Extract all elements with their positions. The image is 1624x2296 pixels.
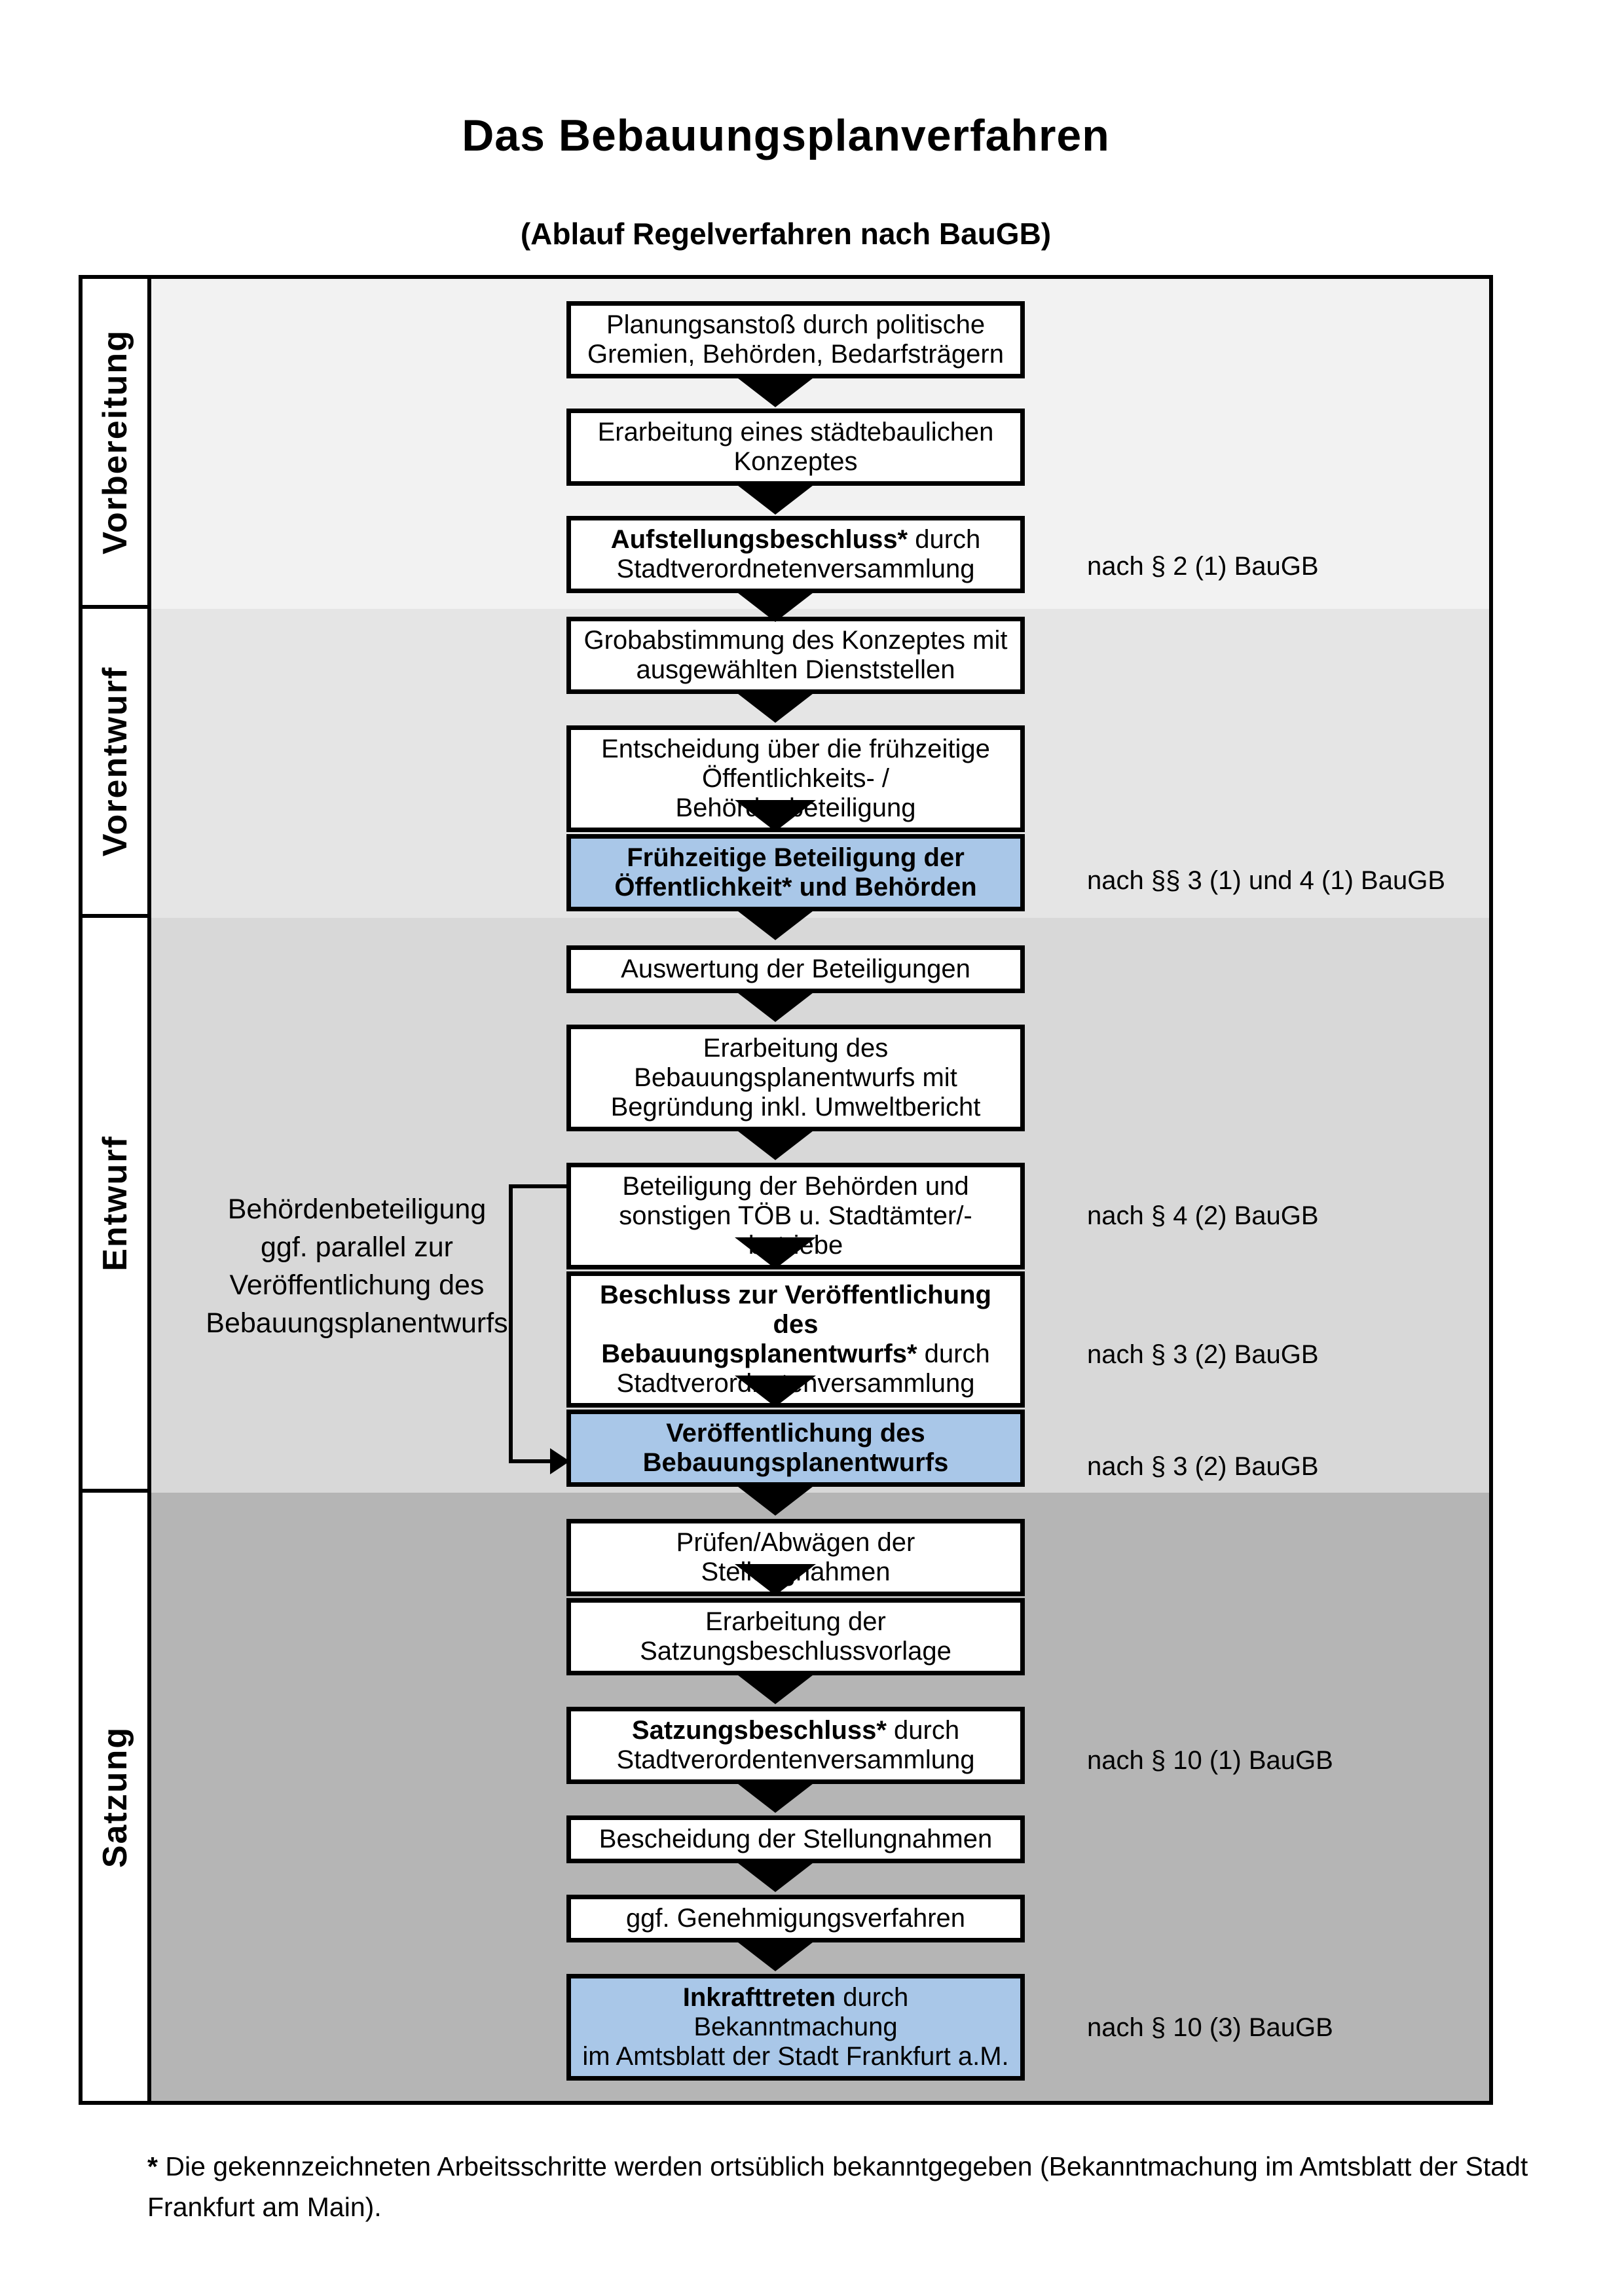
flow-box-satzungsbeschluss: Satzungsbeschluss* durch Stadtverordente… xyxy=(566,1707,1025,1784)
flow-box-entscheidung-beteiligung: Entscheidung über die frühzeitige Öffent… xyxy=(566,725,1025,832)
box-line: Erarbeitung des xyxy=(703,1034,889,1063)
flow-arrow-down-icon xyxy=(735,1237,816,1269)
flow-arrow-down-icon xyxy=(735,800,816,831)
box-line: Beteiligung der Behörden und xyxy=(622,1172,969,1201)
flow-arrow-down-icon xyxy=(735,376,816,407)
box-line: durch xyxy=(886,1716,960,1745)
box-line: ggf. Genehmigungsverfahren xyxy=(625,1904,966,1933)
box-line: Aufstellungsbeschluss* xyxy=(610,525,908,554)
page-subtitle: (Ablauf Regelverfahren nach BauGB) xyxy=(520,217,1052,251)
box-line: Öffentlichkeits- / Behördenbeteiligung xyxy=(675,764,916,822)
flow-box-veroeffentlichung-entwurf: Veröffentlichung des Bebauungsplanentwur… xyxy=(566,1410,1025,1487)
phase-label-satzung: Satzung xyxy=(96,1726,134,1868)
flow-arrow-down-icon xyxy=(735,591,816,622)
box-line: Stadtverordnetenversammlung xyxy=(616,555,975,583)
flow-box-fruehzeitige-beteiligung: Frühzeitige Beteiligung der Öffentlichke… xyxy=(566,834,1025,911)
law-ref-3-2-b: nach § 3 (2) BauGB xyxy=(1087,1452,1319,1481)
box-line: Entscheidung über die frühzeitige xyxy=(601,735,990,763)
box-line: Stadtverordentenversammlung xyxy=(616,1745,975,1774)
side-note-line: ggf. parallel zur xyxy=(261,1231,453,1263)
flow-arrow-down-icon xyxy=(735,1376,816,1407)
flow-arrow-down-icon xyxy=(735,1484,816,1516)
flow-arrow-down-icon xyxy=(735,1564,816,1595)
box-line: ausgewählten Dienststellen xyxy=(636,655,955,684)
flow-box-grobabstimmung: Grobabstimmung des Konzeptes mit ausgewä… xyxy=(566,617,1025,694)
flow-arrow-down-icon xyxy=(735,1673,816,1704)
box-line: Bebauungsplanentwurfs xyxy=(642,1448,949,1477)
box-line: im Amtsblatt der Stadt Frankfurt a.M. xyxy=(582,2042,1009,2071)
side-note-line: Veröffentlichung des xyxy=(229,1269,485,1301)
flow-box-inkrafttreten: Inkrafttreten durch Bekanntmachung im Am… xyxy=(566,1974,1025,2081)
box-line: Erarbeitung eines städtebaulichen xyxy=(597,418,994,446)
phase-cell-entwurf: Entwurf xyxy=(83,918,151,1493)
law-ref-4-2: nach § 4 (2) BauGB xyxy=(1087,1201,1319,1230)
branch-arrow-right-icon xyxy=(550,1448,570,1474)
box-line: Gremien, Behörden, Bedarfsträgern xyxy=(587,340,1004,369)
phase-cell-satzung: Satzung xyxy=(83,1493,151,2101)
law-ref-2-1: nach § 2 (1) BauGB xyxy=(1087,552,1319,581)
box-line: durch Bekanntmachung xyxy=(693,1983,909,2041)
flow-arrow-down-icon xyxy=(735,1861,816,1892)
flow-box-bescheidung: Bescheidung der Stellungnahmen xyxy=(566,1815,1025,1863)
flow-arrow-down-icon xyxy=(735,483,816,515)
box-line: Bebauungsplanentwurfs* xyxy=(601,1339,917,1368)
footnote-marker: * xyxy=(147,2151,158,2181)
phase-cell-vorentwurf: Vorentwurf xyxy=(83,609,151,918)
box-line: Satzungsbeschlussvorlage xyxy=(640,1637,951,1666)
flow-box-staedtebauliches-konzept: Erarbeitung eines städtebaulichen Konzep… xyxy=(566,409,1025,486)
branch-connector-vertical xyxy=(509,1184,513,1463)
box-line: Erarbeitung der xyxy=(705,1607,886,1636)
side-note-line: Bebauungsplanentwurfs xyxy=(206,1307,508,1339)
flow-box-satzungsbeschlussvorlage: Erarbeitung der Satzungsbeschlussvorlage xyxy=(566,1598,1025,1675)
box-line: Bescheidung der Stellungnahmen xyxy=(599,1825,993,1853)
flow-arrow-down-icon xyxy=(735,1781,816,1813)
side-note-parallel: Behördenbeteiligung ggf. parallel zur Ve… xyxy=(157,1190,557,1342)
phase-label-entwurf: Entwurf xyxy=(96,1135,134,1271)
box-line: Frühzeitige Beteiligung der xyxy=(627,843,965,872)
law-ref-10-1: nach § 10 (1) BauGB xyxy=(1087,1746,1333,1775)
box-line: Satzungsbeschluss* xyxy=(631,1716,887,1745)
box-line: Konzeptes xyxy=(733,447,858,476)
flow-box-aufstellungsbeschluss: Aufstellungsbeschluss* durch Stadtverord… xyxy=(566,516,1025,593)
phase-label-vorentwurf: Vorentwurf xyxy=(96,666,134,857)
footnote-text: Die gekennzeichneten Arbeitsschritte wer… xyxy=(157,2151,1528,2181)
branch-connector-top xyxy=(509,1184,566,1188)
flow-box-planungsanstoss: Planungsanstoß durch politische Gremien,… xyxy=(566,301,1025,378)
box-line: Auswertung der Beteiligungen xyxy=(621,955,970,983)
law-ref-10-3: nach § 10 (3) BauGB xyxy=(1087,2013,1333,2042)
law-ref-3-1-4-1: nach §§ 3 (1) und 4 (1) BauGB xyxy=(1087,866,1445,895)
box-line: Planungsanstoß durch politische xyxy=(606,310,986,339)
box-line: Beschluss zur Veröffentlichung des xyxy=(600,1281,991,1339)
box-line: Grobabstimmung des Konzeptes mit xyxy=(583,626,1008,655)
branch-connector-bottom xyxy=(509,1459,552,1463)
flow-box-auswertung: Auswertung der Beteiligungen xyxy=(566,945,1025,993)
flow-arrow-down-icon xyxy=(735,1940,816,1971)
box-line: Veröffentlichung des xyxy=(666,1419,925,1448)
box-line: Begründung inkl. Umweltbericht xyxy=(610,1093,981,1121)
box-line: Bebauungsplanentwurfs mit xyxy=(634,1063,957,1092)
phase-label-vorbereitung: Vorbereitung xyxy=(96,329,134,555)
law-ref-3-2-a: nach § 3 (2) BauGB xyxy=(1087,1340,1319,1369)
phase-cell-vorbereitung: Vorbereitung xyxy=(83,279,151,609)
box-line: Inkrafttreten xyxy=(682,1983,836,2012)
flow-box-erarbeitung-entwurf: Erarbeitung des Bebauungsplanentwurfs mi… xyxy=(566,1025,1025,1131)
flow-arrow-down-icon xyxy=(735,691,816,723)
box-line: durch xyxy=(917,1339,990,1368)
flow-arrow-down-icon xyxy=(735,909,816,940)
footnote: * Die gekennzeichneten Arbeitsschritte w… xyxy=(147,2146,1536,2227)
box-line: durch xyxy=(908,525,981,554)
flow-box-beschluss-veroeffentlichung: Beschluss zur Veröffentlichung des Bebau… xyxy=(566,1271,1025,1408)
side-note-line: Behördenbeteiligung xyxy=(227,1194,487,1225)
flow-box-genehmigungsverfahren: ggf. Genehmigungsverfahren xyxy=(566,1895,1025,1942)
box-line: Öffentlichkeit* und Behörden xyxy=(614,873,977,902)
page-title: Das Bebauungsplanverfahren xyxy=(462,111,1110,160)
footnote-text: Frankfurt am Main). xyxy=(147,2192,382,2222)
flow-arrow-down-icon xyxy=(735,991,816,1022)
flow-arrow-down-icon xyxy=(735,1129,816,1160)
